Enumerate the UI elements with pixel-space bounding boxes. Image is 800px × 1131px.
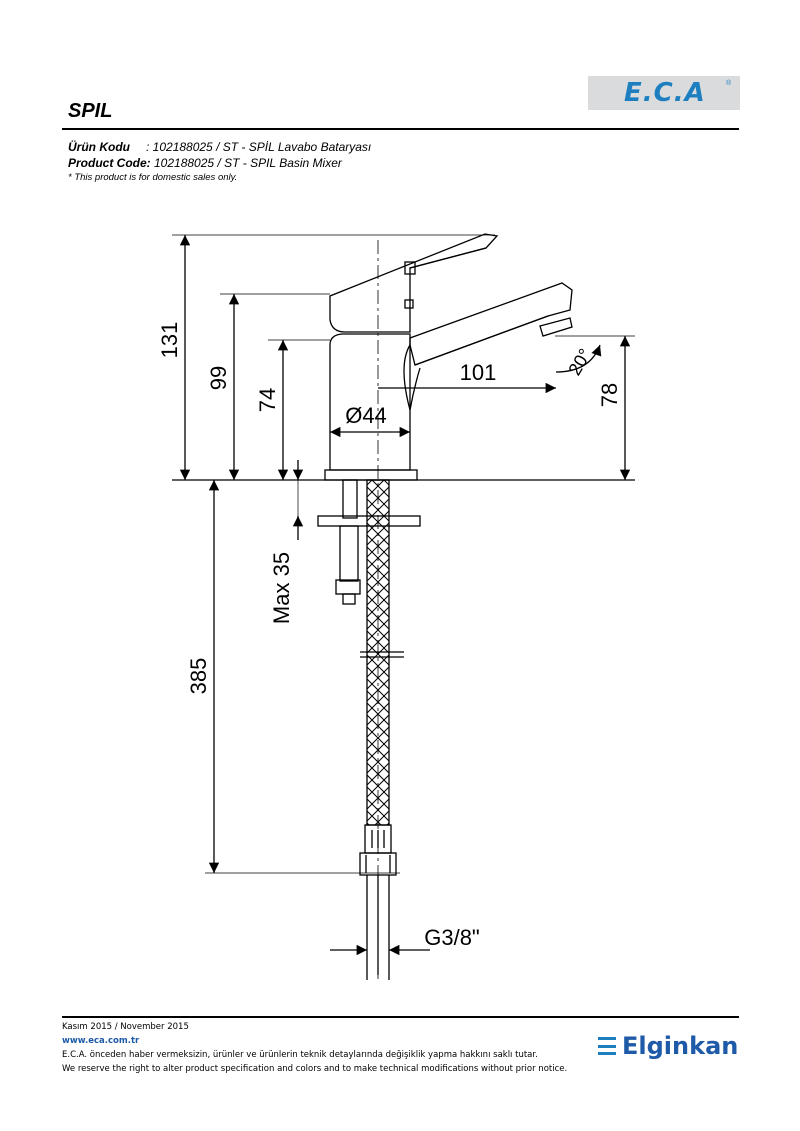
eca-logo-background [588,76,740,110]
base-flange [324,469,418,481]
header-divider [62,128,739,130]
dim-total-height: 131 [157,322,182,359]
dim-lever-height: 99 [206,366,231,390]
product-code-en-value: 102188025 / ST - SPIL Basin Mixer [150,156,342,170]
product-code-tr-line: Ürün Kodu : 102188025 / ST - SPİL Lavabo … [68,140,371,154]
dim-max-thickness: Max 35 [269,552,294,624]
elginkan-logo: Elginkan [598,1032,738,1060]
footer-disclaimer-tr: E.C.A. önceden haber vermeksizin, ürünle… [62,1050,538,1060]
product-code-tr-label: Ürün Kodu [68,140,130,154]
technical-drawing: 131 99 74 78 101 Ø44 20° Max 35 385 G3/8… [157,233,635,980]
product-code-en-line: Product Code: 102188025 / ST - SPIL Basi… [68,156,342,170]
product-code-en-label: Product Code: [68,156,151,170]
lever-handle [329,233,499,333]
product-code-tr-value: : 102188025 / ST - SPİL Lavabo Bataryası [146,140,372,154]
footer-url[interactable]: www.eca.com.tr [62,1036,140,1046]
footer-divider [62,1016,739,1018]
aerator [539,317,573,337]
dim-body-height: 74 [255,388,280,412]
product-title: SPIL [68,100,113,122]
dim-spout-reach: 101 [460,360,497,385]
faucet-body [329,333,411,471]
eca-logo: E.C.A [624,78,706,108]
dim-angle: 20° [564,345,595,379]
footer-date: Kasım 2015 / November 2015 [62,1022,189,1032]
dim-spout-height: 78 [597,383,622,407]
domestic-sales-note: * This product is for domestic sales onl… [68,172,238,183]
elginkan-mark-icon [598,1037,616,1055]
dim-body-diameter: Ø44 [345,403,387,428]
footer-disclaimer-en: We reserve the right to alter product sp… [62,1064,568,1074]
elginkan-logo-text: Elginkan [622,1032,739,1060]
registered-mark: ® [726,80,732,87]
dim-thread: G3/8" [424,925,480,950]
spout-neck [403,344,421,411]
dim-hose-length: 385 [186,658,211,695]
